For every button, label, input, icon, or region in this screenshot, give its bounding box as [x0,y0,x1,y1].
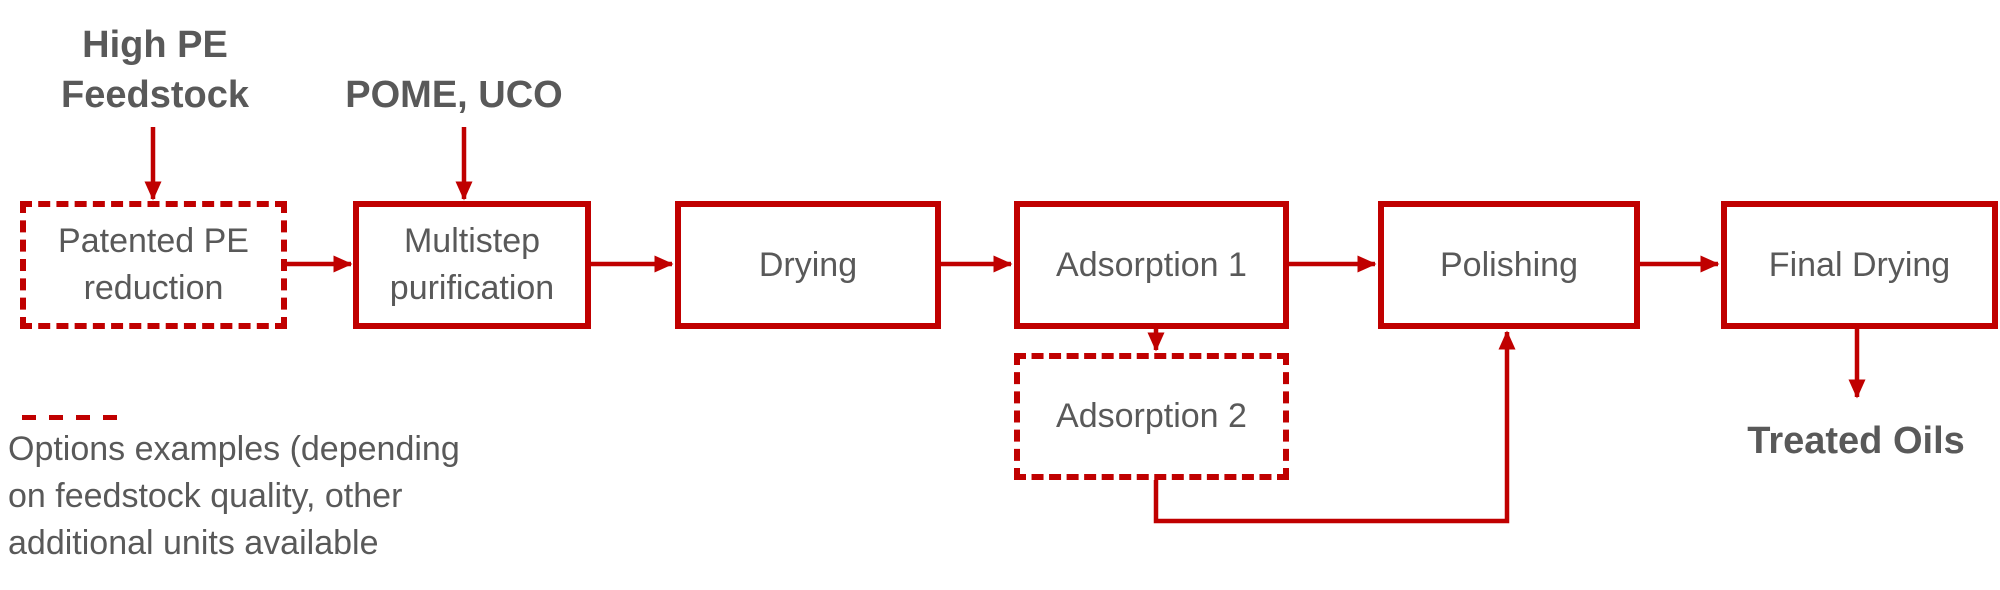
input-label-pome-uco: POME, UCO [345,74,563,116]
box-polishing: Polishing [1378,201,1640,329]
input-label-high-pe-feedstock: High PE Feedstock [61,24,249,116]
legend-caption-line-2: on feedstock quality, other [8,477,403,515]
output-label-treated-oils: Treated Oils [1747,420,1965,462]
box-multistep-purification: Multistep purification [353,201,591,329]
box-label-final-drying: Final Drying [1768,245,1951,284]
box-final-drying: Final Drying [1721,201,1998,329]
box-adsorption-1: Adsorption 1 [1014,201,1289,329]
legend-dashed-line-sample-icon [22,415,117,420]
box-patented-pe-reduction: Patented PE reduction [20,201,287,329]
box-label-adsorption-2: Adsorption 2 [1056,397,1247,435]
legend-caption-line-1: Options examples (depending [8,430,460,468]
box-label-polishing: Polishing [1440,245,1578,284]
box-label-multistep-purification: Multistep purification [389,222,555,307]
box-label-drying: Drying [758,245,858,284]
box-label-patented-pe-reduction: Patented PE reduction [58,222,249,307]
legend-caption: Options examples (depending on feedstock… [8,426,460,567]
box-adsorption-2: Adsorption 2 [1014,353,1289,480]
box-label-adsorption-1: Adsorption 1 [1056,245,1247,284]
box-drying: Drying [675,201,941,329]
legend-caption-line-3: additional units available [8,524,379,562]
